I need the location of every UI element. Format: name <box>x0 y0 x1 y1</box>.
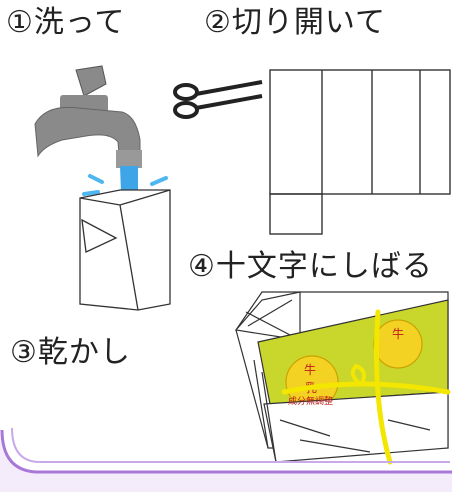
carton-mark-top-2: 牛 <box>392 326 404 341</box>
scissors-icon <box>173 80 263 119</box>
carton-icon <box>79 189 171 311</box>
step-dry-label: ③乾かし <box>10 335 131 370</box>
frame-border <box>0 429 452 474</box>
frame-bottom <box>0 430 452 492</box>
step-cut-open-label: ②切り開いて <box>204 5 386 40</box>
faucet-icon <box>34 65 142 168</box>
step-wash-label: ①洗って <box>6 5 126 40</box>
opened-carton <box>269 69 451 235</box>
carton-mark-top: 牛 <box>304 362 316 377</box>
frame-inner-border <box>11 427 450 463</box>
carton-band-text: 成分無調整 <box>288 395 333 406</box>
water-splash <box>82 174 170 200</box>
carton-seal-back <box>373 319 423 369</box>
twine <box>281 309 451 465</box>
step-tie-label: ④十文字にしばる <box>188 249 433 284</box>
carton-bundle-icon <box>234 291 449 463</box>
